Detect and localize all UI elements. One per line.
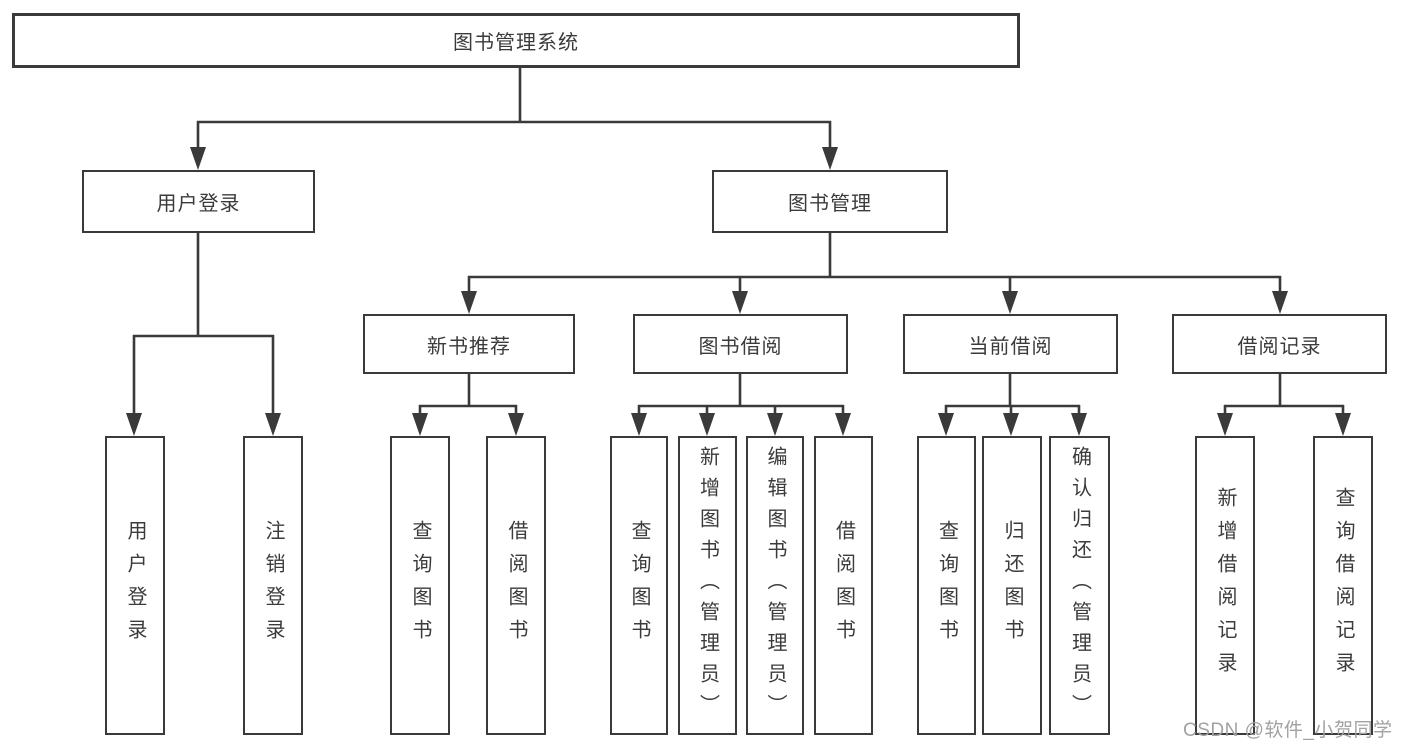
leaf-user-login: 用户登录 [105, 436, 165, 735]
arrow-down-icon [508, 413, 524, 436]
arrow-down-icon [699, 413, 715, 436]
arrow-down-icon [1002, 291, 1018, 314]
leaf-logout: 注销登录 [243, 436, 303, 735]
arrow-down-icon [1272, 291, 1288, 314]
node-current-borrowing: 当前借阅 [903, 314, 1118, 374]
leaf-borrow-book-2: 借阅图书 [814, 436, 873, 735]
leaf-return-book: 归还图书 [982, 436, 1042, 735]
arrow-down-icon [461, 291, 477, 314]
arrow-down-icon [1335, 413, 1351, 436]
arrow-down-icon [1217, 413, 1233, 436]
arrow-down-icon [767, 413, 783, 436]
leaf-confirm-return-admin: 确认归还（管理员） [1049, 436, 1110, 735]
node-user-login: 用户登录 [82, 170, 315, 233]
arrow-down-icon [631, 413, 647, 436]
arrow-down-icon [1003, 413, 1019, 436]
node-book-management: 图书管理 [712, 170, 948, 233]
arrow-down-icon [822, 147, 838, 170]
leaf-borrow-book-1: 借阅图书 [486, 436, 546, 735]
arrow-down-icon [732, 291, 748, 314]
leaf-query-book-1: 查询图书 [390, 436, 450, 735]
node-book-borrowing: 图书借阅 [633, 314, 848, 374]
arrow-down-icon [1071, 413, 1087, 436]
arrow-down-icon [412, 413, 428, 436]
node-new-book-recommend: 新书推荐 [363, 314, 575, 374]
leaf-query-book-3: 查询图书 [917, 436, 976, 735]
leaf-add-book-admin: 新增图书（管理员） [678, 436, 737, 735]
csdn-watermark: CSDN @软件_小贺同学 [1183, 720, 1393, 741]
leaf-query-borrow-record: 查询借阅记录 [1313, 436, 1373, 735]
arrowheads [126, 147, 1351, 436]
leaf-edit-book-admin: 编辑图书（管理员） [746, 436, 804, 735]
arrow-down-icon [938, 413, 954, 436]
arrow-down-icon [835, 413, 851, 436]
node-borrowing-records: 借阅记录 [1172, 314, 1387, 374]
node-library-system: 图书管理系统 [12, 13, 1020, 68]
leaf-query-book-2: 查询图书 [610, 436, 668, 735]
arrow-down-icon [126, 413, 142, 436]
leaf-add-borrow-record: 新增借阅记录 [1195, 436, 1255, 735]
arrow-down-icon [190, 147, 206, 170]
arrow-down-icon [265, 413, 281, 436]
